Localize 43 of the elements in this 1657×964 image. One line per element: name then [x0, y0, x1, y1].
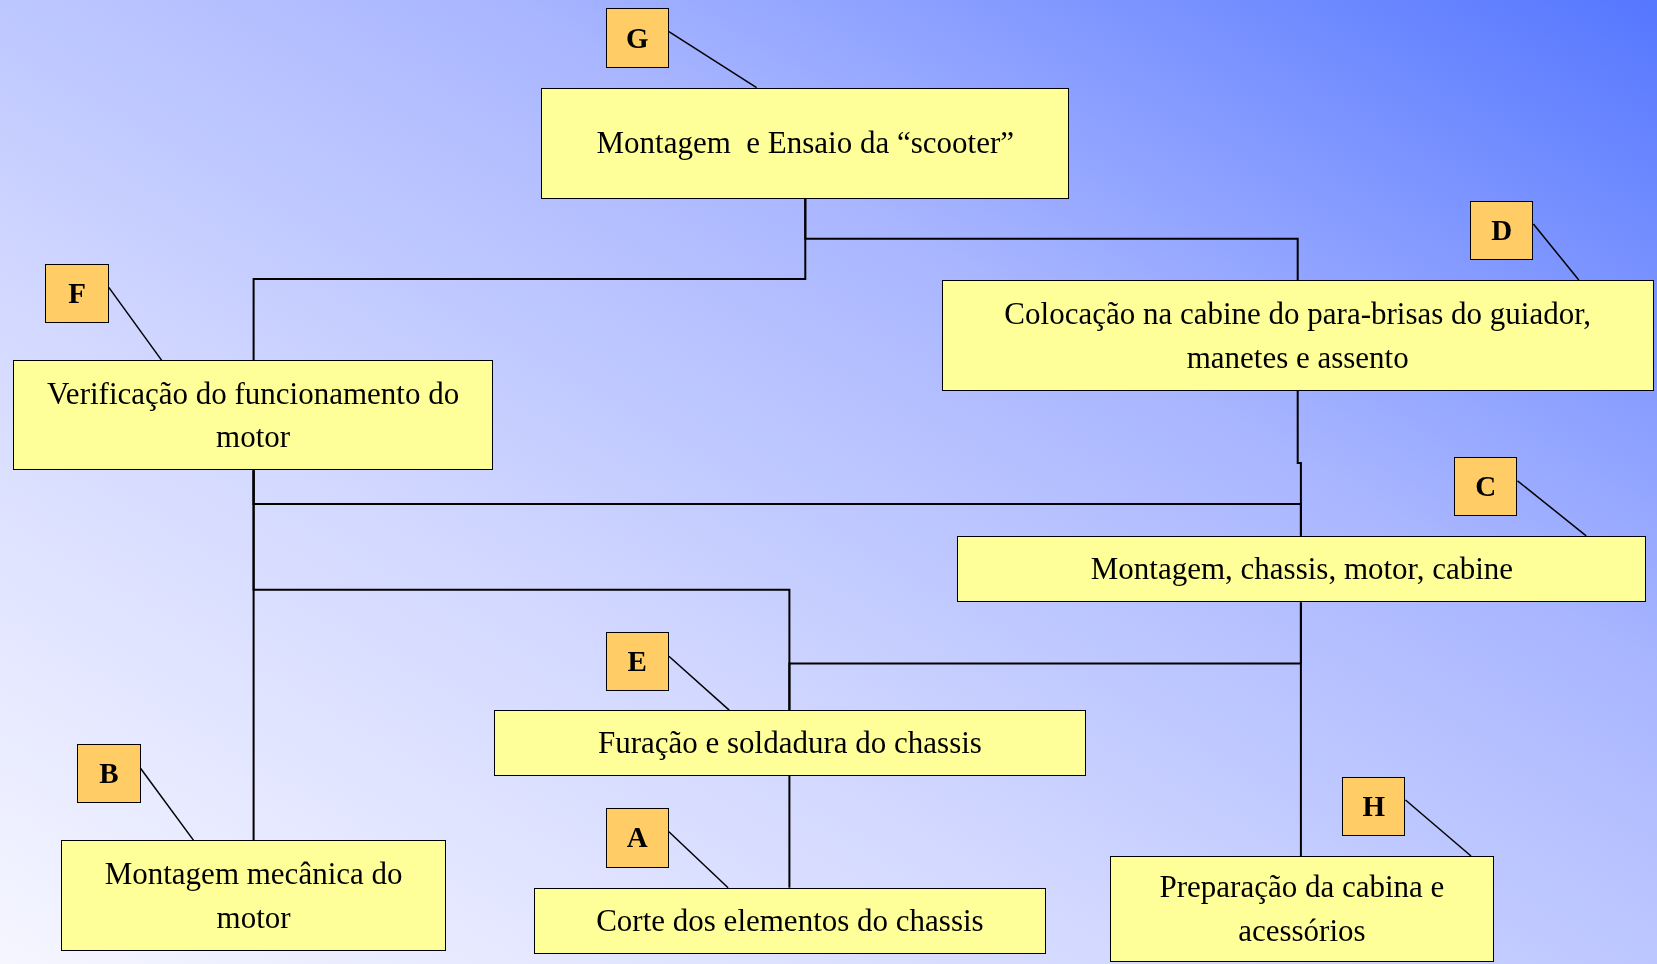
callout-letter-box — [45, 264, 109, 324]
leader-line — [1532, 223, 1580, 281]
box-label: Montagem e Ensaio da “scooter” — [596, 124, 1014, 163]
box-label: Montagem, chassis, motor, cabine — [1090, 550, 1514, 589]
leader-line — [668, 30, 758, 89]
connector-line — [788, 774, 791, 889]
callout-letter: G — [625, 21, 649, 55]
process-box — [1109, 855, 1495, 962]
leader-line — [1404, 799, 1472, 857]
box-label: Montagem mecânica do motor — [103, 855, 404, 937]
process-box — [541, 87, 1070, 199]
process-box — [61, 840, 446, 952]
box-label: Furação e soldadura do chassis — [597, 724, 982, 763]
callout-letter: A — [626, 821, 648, 855]
connector-line — [252, 197, 807, 362]
process-box — [957, 535, 1647, 603]
box-label: Preparação da cabina e acessórios — [1158, 868, 1446, 950]
box-label: Colocação na cabine do para-brisas do guiador, manetes e assento — [1003, 295, 1592, 377]
callout-letter-box — [1454, 456, 1518, 516]
leader-line — [108, 286, 163, 362]
callout-letter-box — [605, 631, 669, 692]
connector-line — [1299, 601, 1302, 857]
box-label: Verificação do funcionamento do motor — [45, 374, 461, 457]
callout-letter: F — [68, 277, 86, 311]
callout-letter-box — [605, 808, 669, 868]
callout-letter: D — [1491, 213, 1513, 247]
callout-letter-box — [77, 743, 141, 804]
callout-letter: E — [627, 645, 647, 678]
leader-line — [668, 655, 730, 711]
process-box — [12, 360, 494, 471]
process-box — [493, 710, 1087, 776]
leader-line — [1516, 480, 1587, 537]
callout-letter-box — [1469, 200, 1534, 260]
callout-letter: C — [1475, 469, 1497, 503]
process-box — [533, 887, 1047, 955]
callout-letter: B — [99, 757, 119, 791]
leader-line — [139, 767, 195, 841]
box-label: Corte dos elementos do chassis — [596, 902, 984, 941]
leader-line — [668, 830, 729, 889]
callout-letter: H — [1362, 789, 1386, 823]
process-box — [941, 280, 1654, 391]
callout-letter-box — [605, 8, 669, 68]
callout-letter-box — [1342, 776, 1406, 836]
